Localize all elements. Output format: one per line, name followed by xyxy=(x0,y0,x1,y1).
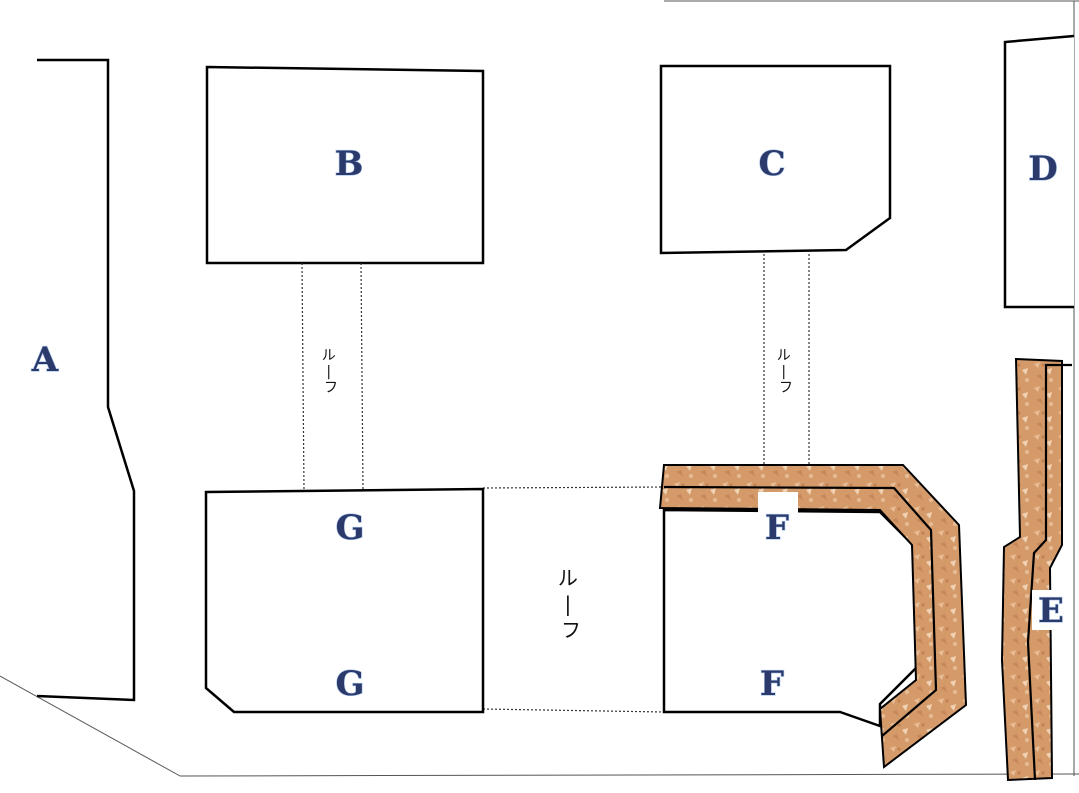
building-e-label: E xyxy=(1038,591,1064,631)
building-g-left-label: G xyxy=(335,508,364,548)
walkway-gf-right: F F xyxy=(658,464,968,769)
building-gf-right xyxy=(662,508,918,728)
building-f-right-label: F xyxy=(760,664,784,704)
roof-c-g: ル | フ xyxy=(763,254,810,482)
building-c: C xyxy=(659,64,892,255)
building-c-label: C xyxy=(758,144,785,184)
roof-b-g-label: ル | フ xyxy=(322,348,340,396)
roof-center: ル | フ xyxy=(482,486,665,713)
building-a: A xyxy=(30,58,136,702)
building-b: B xyxy=(205,65,485,265)
building-d: D xyxy=(1003,34,1075,309)
building-b-label: B xyxy=(335,144,364,184)
building-e: E xyxy=(1000,357,1072,782)
building-g-right-label: F xyxy=(765,508,789,548)
roof-b-g: ル | フ xyxy=(301,262,364,491)
building-gf-left: G G xyxy=(204,487,485,714)
building-a-label: A xyxy=(31,340,59,380)
roof-center-label: ル | フ xyxy=(558,566,584,642)
building-d-label: D xyxy=(1028,149,1057,189)
building-f-left-label: G xyxy=(335,664,364,704)
roof-c-g-label: ル | フ xyxy=(777,348,795,396)
